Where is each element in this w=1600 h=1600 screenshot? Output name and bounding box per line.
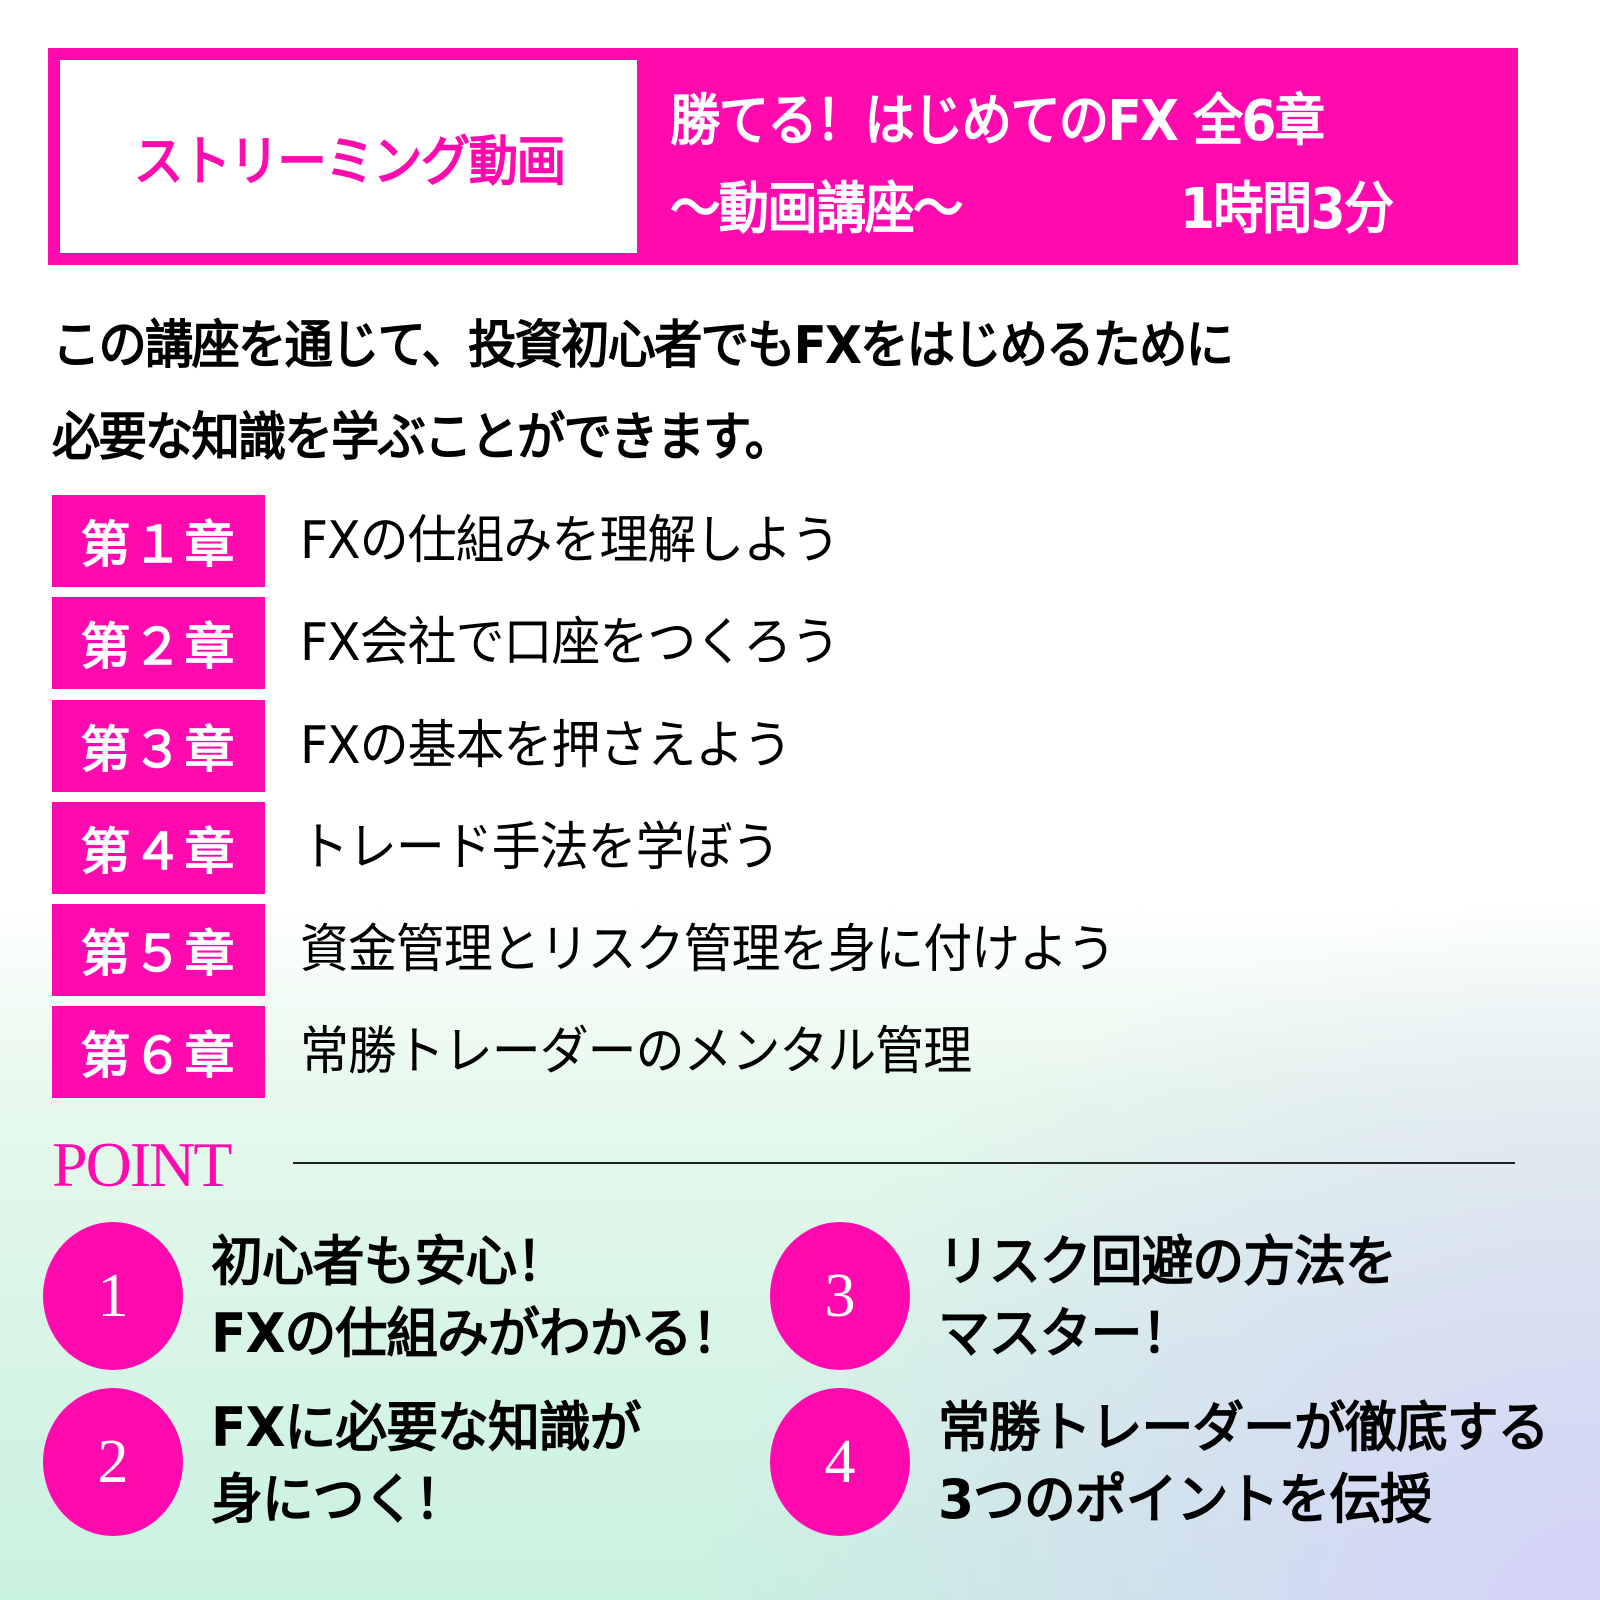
point-heading: POINT — [52, 1129, 232, 1200]
point-text-line-2: 身につく！ — [211, 1468, 466, 1531]
chapter-badge: 第６章 — [52, 1006, 265, 1098]
course-duration: 1時間3分 — [1180, 177, 1394, 242]
point-text-line-2: マスター！ — [938, 1302, 1193, 1365]
chapter-item: 第５章 資金管理とリスク管理を身に付けよう — [52, 904, 1452, 996]
chapter-title: FXの基本を押さえよう — [300, 716, 792, 776]
course-title: 勝てる！はじめてのFX 全6章 — [670, 89, 1325, 154]
chapter-item: 第６章 常勝トレーダーのメンタル管理 — [52, 1006, 1452, 1098]
point-text-line-2: FXの仕組みがわかる！ — [211, 1302, 743, 1365]
point-text-line-2: 3つのポイントを伝授 — [938, 1468, 1432, 1531]
course-description: この講座を通じて、投資初心者でもFXをはじめるために 必要な知識を学ぶことができ… — [52, 300, 1552, 484]
description-line-1: この講座を通じて、投資初心者でもFXをはじめるために — [52, 316, 1234, 376]
point-item: 2 FXに必要な知識が 身につく！ — [43, 1388, 803, 1538]
streaming-video-label-box: ストリーミング動画 — [60, 60, 637, 253]
chapter-badge: 第５章 — [52, 904, 265, 996]
point-text: 初心者も安心！ FXの仕組みがわかる！ — [211, 1226, 765, 1370]
chapter-title: FXの仕組みを理解しよう — [300, 511, 840, 571]
chapter-badge: 第４章 — [52, 802, 265, 894]
chapter-title: 常勝トレーダーのメンタル管理 — [300, 1022, 972, 1082]
point-text-line-1: FXに必要な知識が — [211, 1396, 642, 1459]
point-item: 4 常勝トレーダーが徹底する 3つのポイントを伝授 — [770, 1388, 1550, 1538]
chapter-item: 第２章 FX会社で口座をつくろう — [52, 597, 1452, 689]
chapter-badge: 第３章 — [52, 700, 265, 792]
course-subtitle: 〜動画講座〜 — [670, 177, 963, 242]
chapter-title: FX会社で口座をつくろう — [300, 613, 840, 673]
chapter-item: 第４章 トレード手法を学ぼう — [52, 802, 1452, 894]
course-title-block: 勝てる！はじめてのFX 全6章 〜動画講座〜 1時間3分 — [670, 76, 1500, 246]
chapter-item: 第３章 FXの基本を押さえよう — [52, 700, 1452, 792]
chapter-badge: 第１章 — [52, 495, 265, 587]
chapter-title: トレード手法を学ぼう — [300, 818, 780, 878]
chapter-item: 第１章 FXの仕組みを理解しよう — [52, 495, 1452, 587]
point-text: 常勝トレーダーが徹底する 3つのポイントを伝授 — [938, 1392, 1574, 1536]
point-text-line-1: 初心者も安心！ — [211, 1230, 568, 1293]
point-text: FXに必要な知識が 身につく！ — [211, 1392, 659, 1536]
point-item: 1 初心者も安心！ FXの仕組みがわかる！ — [43, 1222, 803, 1372]
point-text-line-1: リスク回避の方法を — [938, 1230, 1397, 1293]
course-header: ストリーミング動画 勝てる！はじめてのFX 全6章 〜動画講座〜 1時間3分 — [48, 48, 1518, 265]
description-line-2: 必要な知識を学ぶことができます。 — [52, 408, 793, 468]
chapter-title: 資金管理とリスク管理を身に付けよう — [300, 920, 1116, 980]
point-text-line-1: 常勝トレーダーが徹底する — [938, 1396, 1550, 1459]
point-number-badge: 2 — [43, 1388, 183, 1536]
chapter-badge: 第２章 — [52, 597, 265, 689]
point-divider — [293, 1162, 1515, 1164]
point-number-badge: 3 — [770, 1222, 910, 1370]
point-text: リスク回避の方法を マスター！ — [938, 1226, 1415, 1370]
point-number-badge: 1 — [43, 1222, 183, 1370]
point-number-badge: 4 — [770, 1388, 910, 1536]
streaming-video-label: ストリーミング動画 — [133, 130, 565, 193]
point-item: 3 リスク回避の方法を マスター！ — [770, 1222, 1530, 1372]
